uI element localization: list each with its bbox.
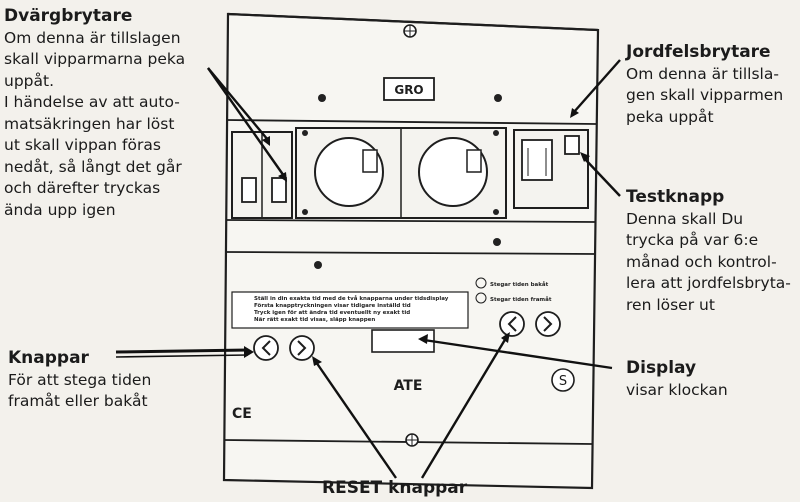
- info-line-2: Första knapptryckningen visar tidigare i…: [254, 303, 411, 309]
- label-testknapp-text: Denna skall Du trycka på var 6:e månad o…: [626, 209, 791, 314]
- label-knappar-title: Knappar: [8, 348, 89, 368]
- model-label: ATE: [394, 378, 423, 394]
- brand-plate: [383, 77, 435, 101]
- info-line-3: Tryck igen för att ändra tid eventuellt …: [254, 310, 410, 316]
- label-dvargbrytare: Dvärgbrytare Om denna är tillslagen skal…: [4, 6, 219, 221]
- ce-mark: CE: [232, 406, 252, 422]
- info-line-1: Ställ in din exakta tid med de två knapp…: [254, 295, 449, 302]
- svg-text:S: S: [559, 374, 567, 389]
- screw-icon: [403, 24, 417, 38]
- s-mark-icon: S: [551, 368, 575, 392]
- label-knappar-text: För att stega tiden framåt eller bakåt: [8, 370, 152, 411]
- label-jordfelsbrytare: Jordfelsbrytare Om denna är tillsla- gen…: [626, 42, 798, 128]
- label-display: Display visar klockan: [626, 358, 796, 401]
- info-line-4: När rätt exakt tid visas, släpp knappen: [254, 317, 375, 323]
- test-button: [564, 135, 580, 155]
- legend-forward: Stegar tiden framåt: [490, 296, 552, 303]
- label-reset: RESET knappar: [322, 478, 522, 500]
- label-reset-title: RESET knappar: [322, 478, 468, 498]
- legend-back: Stegar tiden bakåt: [490, 281, 549, 288]
- leader-arrows: [115, 59, 621, 479]
- label-knappar: Knappar För att stega tiden framåt eller…: [8, 348, 208, 413]
- brand-logo: GRO: [394, 83, 423, 97]
- step-buttons-right: [499, 311, 561, 337]
- screw-icon: [405, 433, 419, 447]
- label-testknapp-title: Testknapp: [626, 187, 725, 207]
- label-jordfelsbrytare-title: Jordfelsbrytare: [626, 42, 771, 62]
- step-buttons-left: [253, 335, 315, 361]
- label-dvargbrytare-text: Om denna är tillslagen skall vipparmarna…: [4, 28, 186, 219]
- label-testknapp: Testknapp Denna skall Du trycka på var 6…: [626, 187, 798, 316]
- label-jordfelsbrytare-text: Om denna är tillsla- gen skall vipparmen…: [626, 64, 784, 126]
- socket-outlets: [295, 127, 507, 219]
- label-display-text: visar klockan: [626, 380, 728, 399]
- rcd-switch: [513, 129, 589, 209]
- label-display-title: Display: [626, 358, 697, 378]
- label-dvargbrytare-title: Dvärgbrytare: [4, 6, 133, 26]
